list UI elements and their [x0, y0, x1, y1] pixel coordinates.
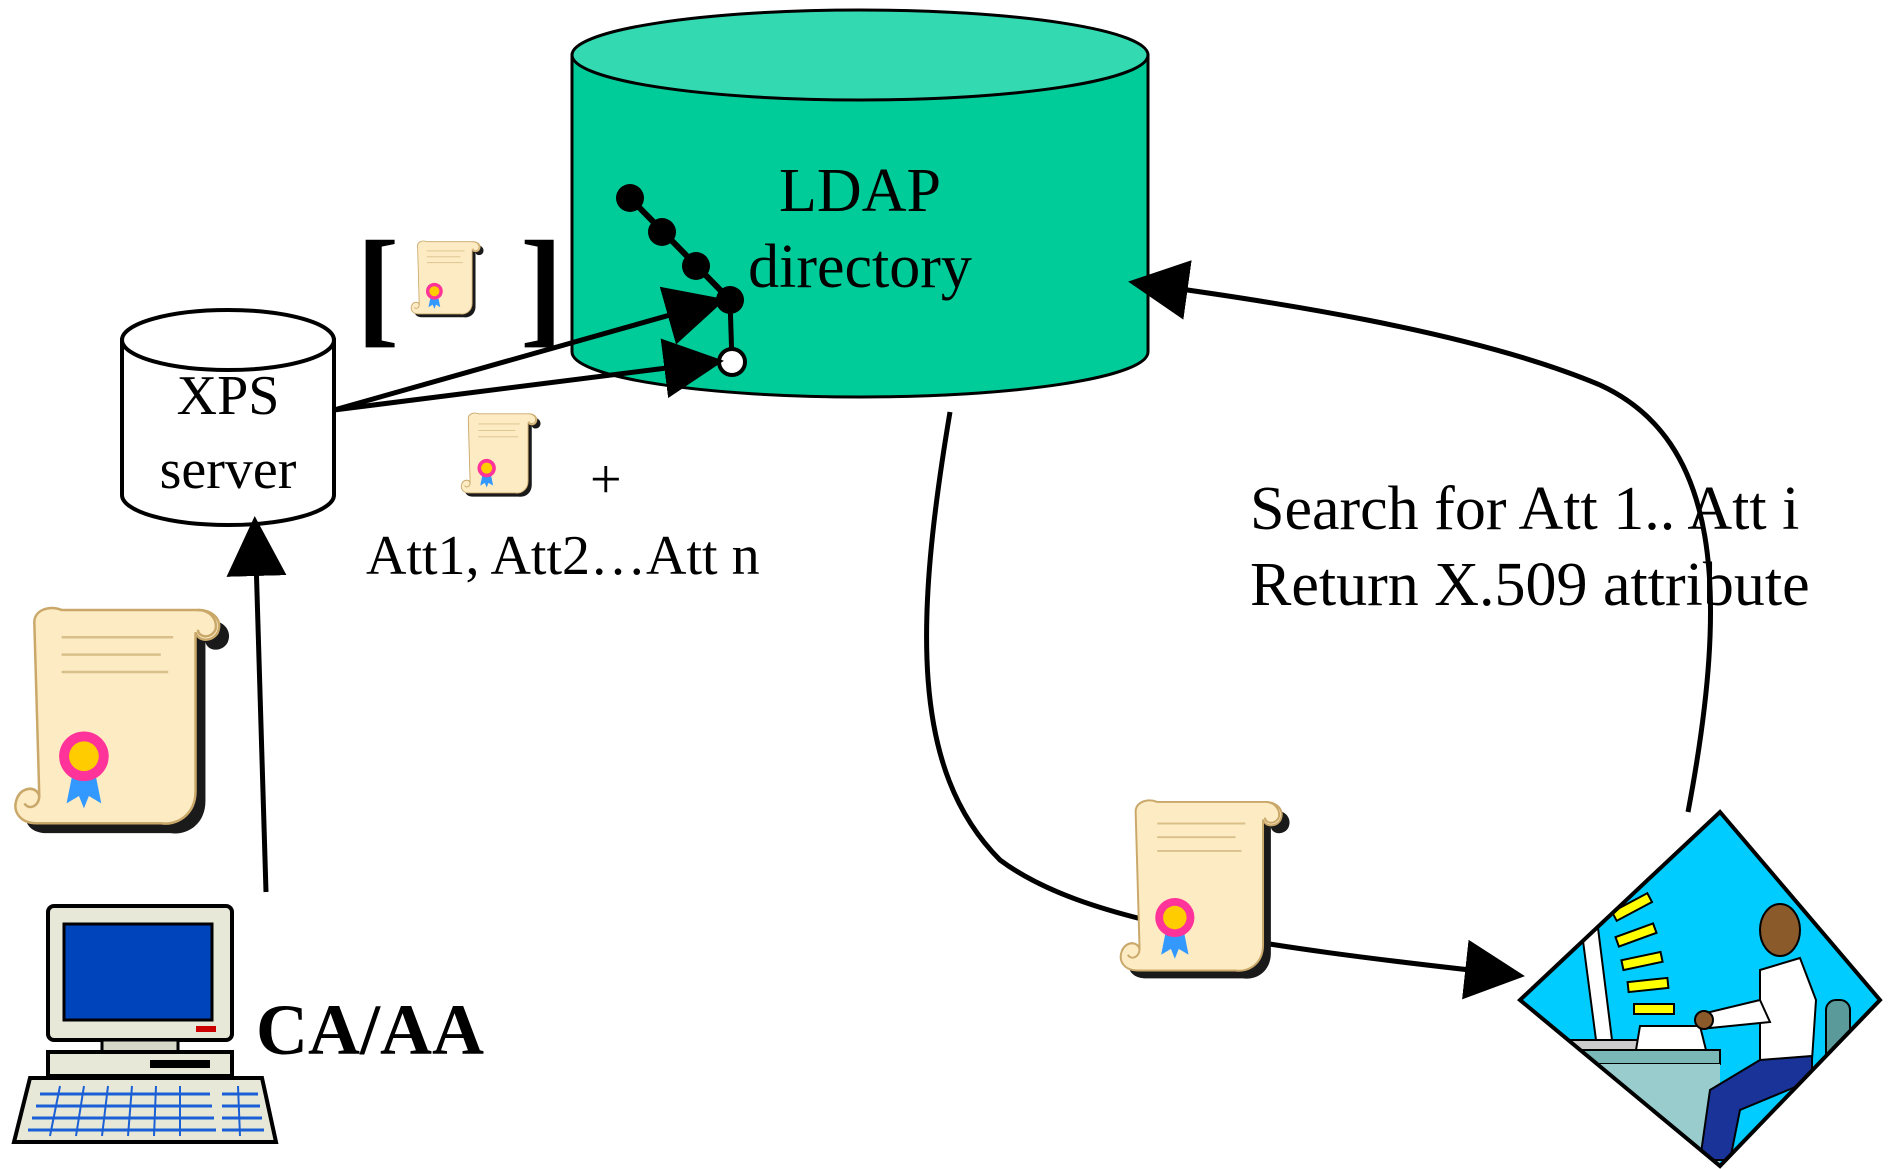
search-label-line1: Search for Att 1.. Att i [1250, 475, 1800, 543]
certificate-scroll-icon-large [14, 606, 231, 835]
arrow-ca-to-xps [226, 516, 287, 893]
xps-label-line2: server [159, 439, 297, 501]
xps-server-cylinder [120, 308, 336, 527]
attributes-label: Att1, Att2…Att n [366, 525, 760, 587]
arrow-xps-to-leaf-node [333, 338, 724, 413]
ca-aa-label: CA/AA [256, 990, 484, 1070]
user-at-workstation-icon [1516, 809, 1883, 1169]
plus-sign: + [590, 449, 622, 511]
xps-label-line1: XPS [176, 365, 280, 427]
arrow-ldap-to-user [924, 411, 1525, 1000]
arrow-user-to-ldap [1128, 260, 1714, 813]
bracket-open: [ [356, 215, 400, 359]
search-label-line2: Return X.509 attribute [1250, 551, 1810, 619]
ldap-label-line1: LDAP [779, 157, 941, 225]
certificate-scroll-icon-attributes [460, 412, 541, 498]
ldap-label-line2: directory [748, 233, 972, 301]
certificate-scroll-icon-returned [1119, 799, 1291, 980]
certificate-scroll-icon-bracketed [410, 240, 484, 318]
computer-icon [11, 904, 279, 1144]
arrow-xps-to-tree-node [333, 286, 726, 413]
bracket-close: ] [520, 215, 564, 359]
